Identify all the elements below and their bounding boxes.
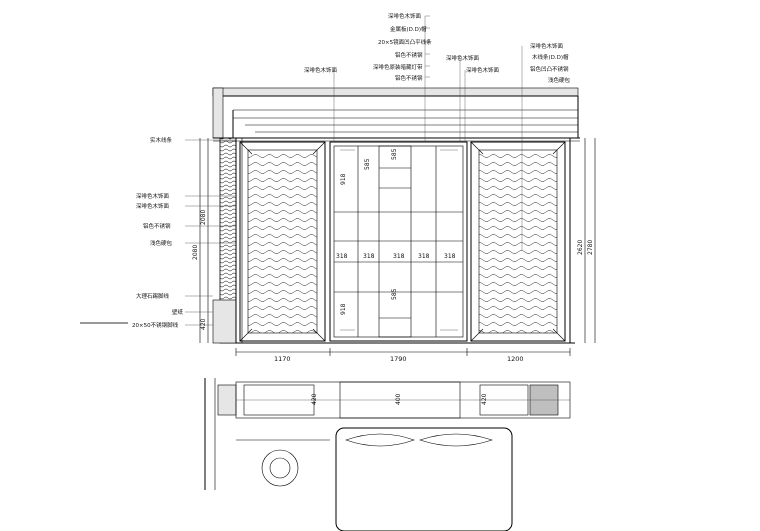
left-panel: [239, 141, 326, 342]
shelf-w-4: 318: [418, 253, 430, 260]
dim-left-2: 2080: [192, 245, 199, 260]
label-left-4: 铝色不锈钢: [143, 222, 171, 230]
label-top-right-1: 深啡色木饰面: [530, 42, 564, 50]
shelf-h-1: 585: [364, 158, 371, 170]
left-dimensions: 2080 2080 420: [192, 138, 209, 343]
shelf-w-1: 318: [336, 253, 348, 260]
shelf-h-2: 585: [391, 148, 398, 160]
shelf-w-2: 318: [363, 253, 375, 260]
plan-view: 420 400 420: [204, 378, 571, 531]
right-panel: [470, 141, 566, 342]
dim-left-1: 2080: [200, 210, 207, 225]
left-wall-section: [212, 137, 243, 344]
label-left-2: 深啡色木饰面: [136, 192, 170, 200]
label-top-center-1: 深啡色木饰面: [388, 12, 422, 20]
left-annotations: 实木线条 深啡色木饰面 深啡色木饰面 铝色不锈钢 浅色硬包 大理石踢脚线 壁纸 …: [80, 136, 236, 329]
label-left-8: 20×50不锈钢脚线: [132, 321, 179, 329]
label-top-right-3: 铝色凹凸不锈钢: [530, 65, 569, 73]
label-top-left: 深啡色木饰面: [304, 66, 338, 74]
shelf-h-5: 585: [391, 288, 398, 300]
label-top-right-4: 浅色硬包: [548, 76, 571, 84]
label-top-center-6: 铝色不锈钢: [395, 74, 423, 82]
label-top-mid2: 深啡色木饰面: [466, 66, 500, 74]
shelf-h-4: 918: [340, 303, 347, 315]
ceiling: [212, 87, 580, 142]
plan-dim-3: 420: [481, 393, 488, 405]
shelf-unit: [329, 141, 468, 342]
label-left-5: 浅色硬包: [150, 239, 173, 247]
dim-bottom-3: 1200: [507, 355, 524, 363]
bottom-dimensions: 1170 1790 1200: [235, 348, 571, 363]
label-left-1: 实木线条: [150, 136, 173, 144]
dim-right-1: 2620: [577, 240, 584, 255]
label-top-center-5: 深啡色原装暗藏灯带: [373, 63, 423, 71]
shelf-w-5: 318: [444, 253, 456, 260]
dim-bottom-2: 1790: [390, 355, 407, 363]
label-left-7: 壁纸: [172, 308, 184, 316]
label-top-center-4: 铝色不锈钢: [395, 51, 423, 59]
label-left-6: 大理石踢脚线: [136, 292, 170, 300]
shelf-w-3: 318: [393, 253, 405, 260]
dim-bottom-1: 1170: [274, 355, 291, 363]
shelf-h-3: 918: [340, 173, 347, 185]
plan-dim-2: 400: [395, 393, 402, 405]
label-left-3: 深啡色木饰面: [136, 202, 170, 210]
plan-dim-1: 420: [311, 393, 318, 405]
top-annotations: 深啡色木饰面 深啡色木饰面 金属板(D.D)帽 20×5镜面凹凸平线条 铝色不锈…: [304, 12, 571, 250]
dim-right-2: 2780: [587, 240, 594, 255]
label-top-center-2: 金属板(D.D)帽: [390, 25, 427, 33]
shelf-dimensions: 318 318 318 318 318 585 585 918 918 585: [336, 148, 456, 315]
label-top-center-3: 20×5镜面凹凸平线条: [378, 38, 432, 46]
dim-left-3: 420: [200, 318, 207, 330]
label-top-mid: 深啡色木饰面: [446, 54, 480, 62]
right-dimensions: 2620 2780: [577, 138, 596, 343]
label-top-right-2: 木线条(D.D)帽: [532, 53, 569, 61]
